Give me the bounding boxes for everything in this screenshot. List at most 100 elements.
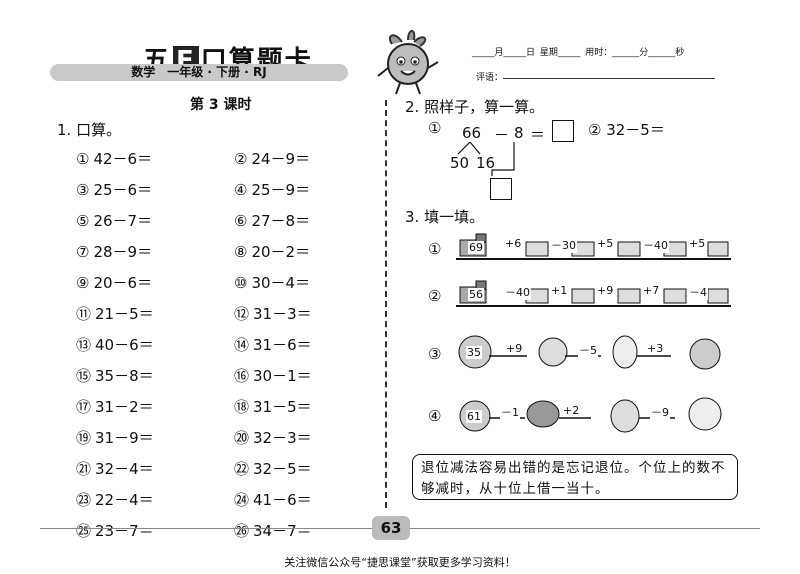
problem-expression: 20－2＝ xyxy=(251,243,311,261)
problem-expression: 34－7＝ xyxy=(253,522,312,540)
second-problem: ② 32－5＝ xyxy=(588,121,665,139)
problem-expression: 31－2＝ xyxy=(95,398,154,416)
answer-box[interactable] xyxy=(552,120,574,142)
train-start-value: 69 xyxy=(468,241,484,254)
problem-number: ⑩ xyxy=(234,274,248,292)
animal-start-value: 61 xyxy=(466,410,482,423)
problem-number: ⑨ xyxy=(76,274,90,292)
train-op: +5 xyxy=(688,237,707,250)
problem-expression: 42－6＝ xyxy=(93,150,153,168)
example-operator: － xyxy=(494,126,510,144)
radish-mascot-icon xyxy=(377,30,439,95)
train-start-value: 56 xyxy=(468,288,484,301)
problem-expression: 32－4＝ xyxy=(95,460,154,478)
train-op: －4 xyxy=(688,284,708,300)
problem-expression: 31－5＝ xyxy=(253,398,312,416)
train-row-1: 69 +6 －30 +5 －40 +5 xyxy=(456,232,731,262)
example-subtrahend: 8 xyxy=(514,124,524,142)
fill-row-number: ④ xyxy=(428,407,442,425)
problem-number: ㉕ xyxy=(76,522,92,540)
tip-box: 退位减法容易出错的是忘记退位。个位上的数不够减时，从十位上借一当十。 xyxy=(412,454,738,500)
step-answer-box[interactable] xyxy=(490,178,512,200)
example-equals: ＝ xyxy=(530,126,546,144)
problem-expression: 27－8＝ xyxy=(251,212,311,230)
section1-title: 1. 口算。 xyxy=(57,121,122,139)
problem-number: ② xyxy=(234,150,248,168)
fill-row-number: ② xyxy=(428,287,442,305)
animal-op: －5 xyxy=(578,342,598,358)
problem-expression: 24－9＝ xyxy=(251,150,311,168)
problem-expression: 31－9＝ xyxy=(95,429,154,447)
problem-number: ⑱ xyxy=(234,398,250,416)
problem-expression: 31－6＝ xyxy=(253,336,312,354)
problem-expression: 31－3＝ xyxy=(253,305,312,323)
problem-number: ⑰ xyxy=(76,398,92,416)
problem-number: ⑳ xyxy=(234,429,250,447)
footer-note: 关注微信公众号“捷思课堂”获取更多学习资料！ xyxy=(284,556,516,569)
problem-number: ⑭ xyxy=(234,336,250,354)
example-number: ① xyxy=(428,119,442,137)
animal-row-4-icon xyxy=(459,397,722,433)
problem-expression: 25－9＝ xyxy=(251,181,311,199)
train-op: +7 xyxy=(642,284,661,297)
problem-number: ㉑ xyxy=(76,460,92,478)
problem-number: ⑥ xyxy=(234,212,248,230)
problem-expression: 32－5＝ xyxy=(253,460,312,478)
problem-number: ㉓ xyxy=(76,491,92,509)
train-op: +9 xyxy=(596,284,615,297)
problem-expression: 32－3＝ xyxy=(253,429,312,447)
problem-number: ⑧ xyxy=(234,243,248,261)
section2-title: 2. 照样子，算一算。 xyxy=(405,98,545,116)
comment-label: 评语： xyxy=(476,73,504,83)
animal-op: －1 xyxy=(500,404,520,420)
problem-expression: 21－5＝ xyxy=(95,305,154,323)
train-op: +1 xyxy=(550,284,569,297)
train-row-2: 56 －40 +1 +9 +7 －4 xyxy=(456,279,731,309)
problem-number: ㉖ xyxy=(234,522,250,540)
problem-expression: 20－6＝ xyxy=(93,274,153,292)
split-ones: 16 xyxy=(476,154,496,172)
train-op: +5 xyxy=(596,237,615,250)
train-op: －40 xyxy=(642,237,669,253)
column-divider xyxy=(385,100,387,508)
lesson-title: 第 3 课时 xyxy=(190,97,252,113)
problem-expression: 25－6＝ xyxy=(93,181,153,199)
problem-number: ⑬ xyxy=(76,336,92,354)
fill-row-number: ① xyxy=(428,240,442,258)
problem-number: ① xyxy=(76,150,90,168)
fill-row-number: ③ xyxy=(428,345,442,363)
section3-title: 3. 填一填。 xyxy=(405,208,485,226)
problem-expression: 30－1＝ xyxy=(253,367,312,385)
problem-expression: 22－4＝ xyxy=(95,491,154,509)
problem-number: ㉔ xyxy=(234,491,250,509)
problem-number: ⑪ xyxy=(76,305,92,323)
train-op: +6 xyxy=(504,237,523,250)
animal-op: －9 xyxy=(650,404,670,420)
problem-number: ⑮ xyxy=(76,367,92,385)
subtitle-bar: 数学 一年级 · 下册 · RJ xyxy=(50,64,348,81)
page-number: 63 xyxy=(372,516,410,540)
problem-number: ⑤ xyxy=(76,212,90,230)
problem-expression: 30－4＝ xyxy=(251,274,311,292)
problem-number: ④ xyxy=(234,181,248,199)
problem-number: ⑫ xyxy=(234,305,250,323)
